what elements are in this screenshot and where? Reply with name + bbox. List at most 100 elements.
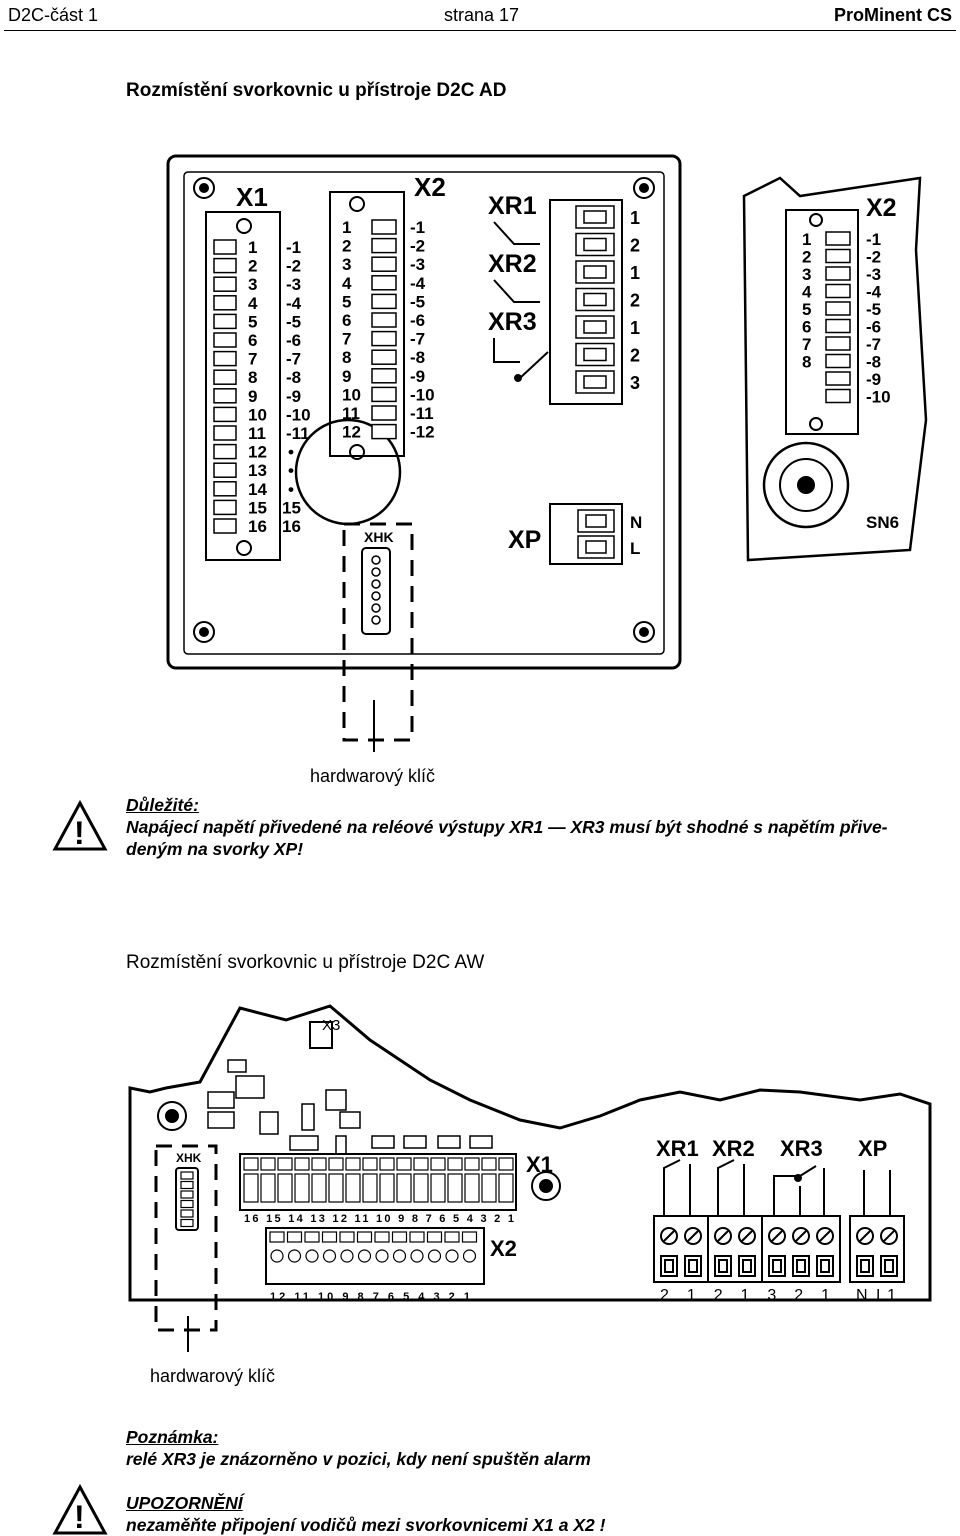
caution-note: UPOZORNĚNÍ nezaměňte připojení vodičů me…	[126, 1492, 605, 1536]
aw-x2-label: X2	[490, 1236, 517, 1261]
important-line-1: Napájecí napětí přivedené na reléové výs…	[126, 817, 888, 837]
svg-text:2: 2	[248, 257, 257, 276]
svg-text:1: 1	[630, 208, 640, 228]
sn6-x2-label: X2	[866, 194, 897, 222]
svg-text:•: •	[288, 461, 294, 480]
svg-text:3: 3	[630, 373, 640, 393]
svg-text:-9: -9	[410, 367, 425, 386]
x3-label: X3	[322, 1017, 340, 1034]
svg-text:-8: -8	[410, 348, 425, 367]
svg-text:8: 8	[802, 353, 811, 372]
svg-text:11: 11	[342, 404, 360, 423]
warning-triangle-icon: !	[52, 800, 108, 851]
svg-text:-7: -7	[410, 330, 425, 349]
svg-text:-1: -1	[410, 218, 425, 237]
svg-text:2: 2	[802, 248, 811, 267]
important-heading: Důležité:	[126, 795, 199, 815]
svg-text:6: 6	[342, 311, 351, 330]
remark-note: Poznámka: relé XR3 je znázorněno v pozic…	[126, 1426, 591, 1470]
xhk-label: XHK	[364, 529, 394, 545]
header-doc-part: D2C-část 1	[8, 5, 99, 25]
sn6-label: SN6	[866, 513, 899, 532]
remark-heading: Poznámka:	[126, 1427, 219, 1447]
xr2-label: XR2	[488, 250, 537, 278]
svg-text:4: 4	[342, 274, 352, 293]
svg-text:10: 10	[248, 405, 267, 424]
xr1-label: XR1	[488, 192, 537, 220]
svg-text:5: 5	[248, 312, 257, 331]
svg-text:-10: -10	[410, 385, 435, 404]
svg-text:-6: -6	[866, 318, 881, 337]
svg-text:16: 16	[282, 517, 301, 536]
section2-title: Rozmístění svorkovnic u přístroje D2C AW	[126, 952, 485, 973]
aw-x1-pins: 16 15 14 13 12 11 10 9 8 7 6 5 4 3 2 1	[244, 1213, 514, 1225]
page-header: D2C-část 1 strana 17 ProMinent CS	[4, 0, 956, 31]
svg-text:-2: -2	[866, 248, 881, 267]
svg-text:4: 4	[248, 294, 258, 313]
caution-heading: UPOZORNĚNÍ	[126, 1493, 243, 1513]
xr3-label: XR3	[488, 308, 537, 336]
svg-text:-4: -4	[410, 274, 426, 293]
svg-text:6: 6	[802, 318, 811, 337]
svg-text:N: N	[630, 513, 642, 532]
hardware-key-caption-1: hardwarový klíč	[310, 766, 436, 786]
aw-xhk-label: XHK	[176, 1151, 202, 1165]
svg-text:-4: -4	[286, 294, 302, 313]
svg-text:5: 5	[802, 300, 811, 319]
svg-text:-11: -11	[410, 404, 434, 423]
svg-text:9: 9	[248, 387, 257, 406]
svg-text:-4: -4	[866, 283, 882, 302]
svg-text:-5: -5	[410, 292, 425, 311]
mounting-screws	[193, 177, 655, 643]
svg-text:6: 6	[248, 331, 257, 350]
svg-text:14: 14	[248, 480, 267, 499]
aw-xr1-label: XR1	[656, 1136, 699, 1161]
svg-text:3: 3	[802, 265, 811, 284]
svg-text:-9: -9	[866, 370, 881, 389]
svg-text:1: 1	[630, 263, 640, 283]
aw-xp-pins: N L1	[856, 1287, 896, 1304]
svg-text:-10: -10	[866, 388, 891, 407]
svg-text:2: 2	[630, 291, 640, 311]
svg-text:7: 7	[342, 330, 351, 349]
svg-text:15: 15	[248, 498, 267, 517]
important-line-2: deným na svorky XP!	[126, 839, 304, 859]
svg-text:-2: -2	[410, 237, 425, 256]
x1-label: X1	[236, 182, 268, 212]
svg-text:16: 16	[248, 517, 267, 536]
svg-text:-10: -10	[286, 405, 311, 424]
caution-text: nezaměňte připojení vodičů mezi svorkovn…	[126, 1515, 606, 1535]
svg-text:1: 1	[342, 218, 351, 237]
svg-text:-9: -9	[286, 387, 301, 406]
svg-text:10: 10	[342, 385, 361, 404]
svg-text:-3: -3	[866, 265, 881, 284]
aw-xr3-label: XR3	[780, 1136, 823, 1161]
svg-text:9: 9	[342, 367, 351, 386]
hardware-key-caption-2: hardwarový klíč	[150, 1366, 276, 1386]
xp-label: XP	[508, 526, 541, 554]
svg-text:8: 8	[248, 368, 257, 387]
svg-text:11: 11	[248, 424, 266, 443]
svg-text:-7: -7	[286, 350, 301, 369]
warning-triangle-icon-2: !	[52, 1484, 108, 1535]
svg-text:7: 7	[248, 350, 257, 369]
svg-text:13: 13	[248, 461, 267, 480]
svg-text:-3: -3	[286, 275, 301, 294]
svg-text:L: L	[630, 539, 640, 558]
aw-xr2-label: XR2	[712, 1136, 755, 1161]
d2c-aw-terminal-diagram: X3 XHK X1 X2 XR1 XR2 XR3 XP 16 15 14 13 …	[128, 1004, 932, 1352]
svg-text:7: 7	[802, 335, 811, 354]
remark-text: relé XR3 je znázorněno v pozici, kdy nen…	[126, 1449, 591, 1469]
svg-text:-8: -8	[286, 368, 301, 387]
svg-text:-1: -1	[286, 238, 301, 257]
d2c-ad-terminal-diagram: 1-12-23-34-45-56-67-78-89-910-1011-1112•…	[166, 154, 928, 752]
svg-text:-2: -2	[286, 257, 301, 276]
x2-label: X2	[414, 172, 446, 202]
svg-text:1: 1	[802, 230, 811, 249]
header-brand: ProMinent CS	[833, 5, 952, 25]
svg-text:3: 3	[342, 255, 351, 274]
important-note: Důležité: Napájecí napětí přivedené na r…	[126, 794, 888, 860]
svg-text:-11: -11	[286, 424, 310, 443]
svg-text:2: 2	[630, 236, 640, 256]
svg-text:5: 5	[342, 292, 351, 311]
